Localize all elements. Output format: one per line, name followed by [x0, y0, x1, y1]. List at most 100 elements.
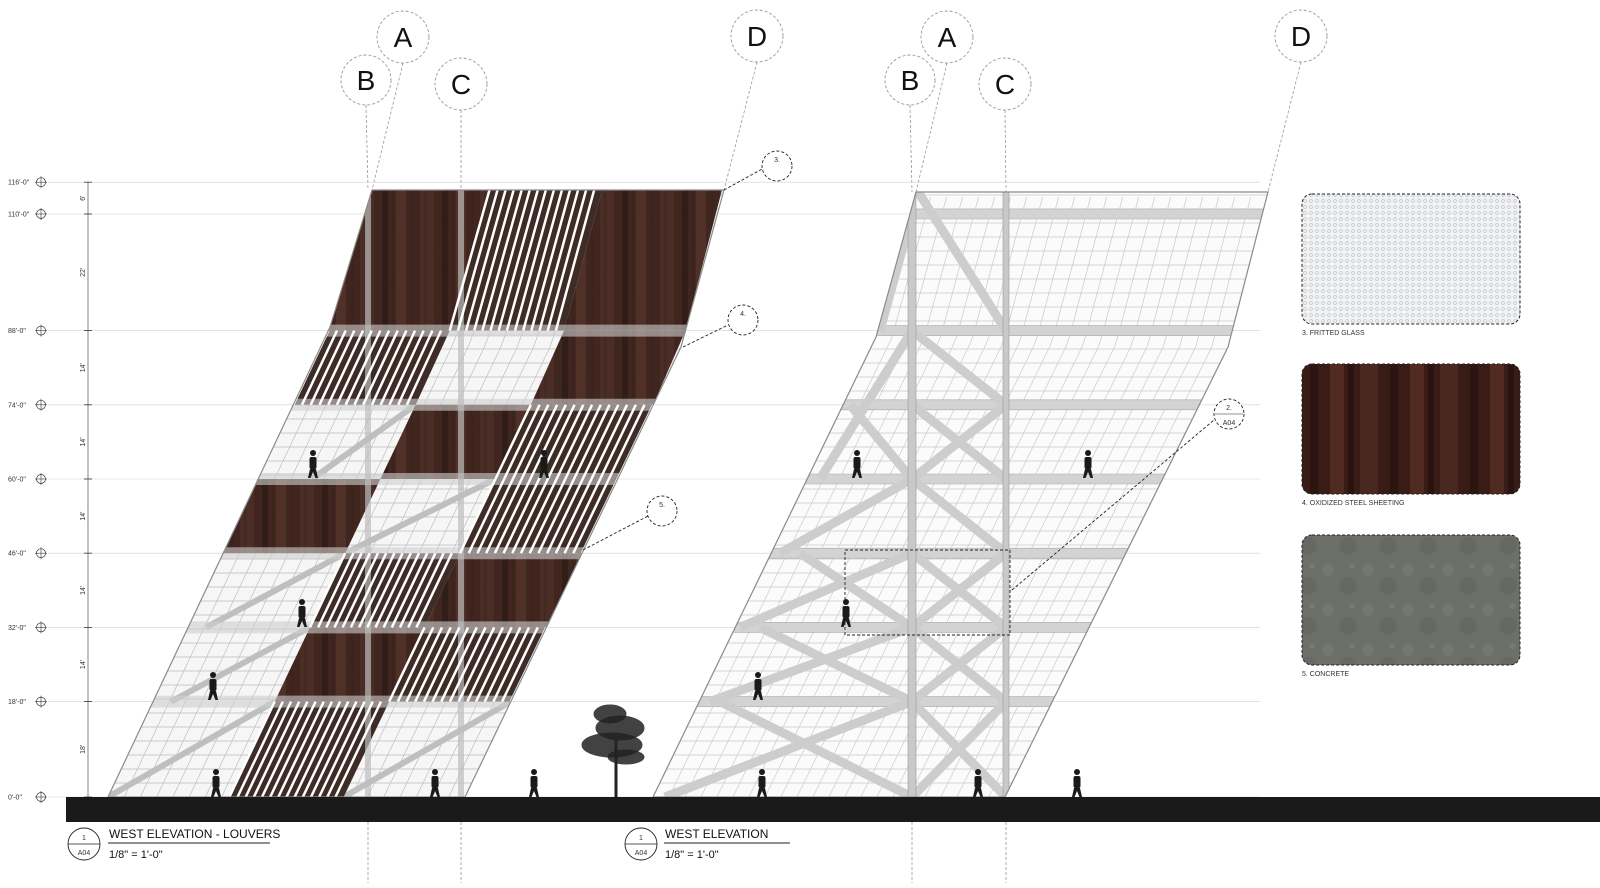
floor-slab: [150, 695, 514, 708]
grid-letter-b: B: [901, 65, 920, 96]
material-tags: 3. 4. 5. 2. A04: [582, 150, 1245, 591]
person-icon: [1083, 450, 1093, 478]
person-icon: [430, 769, 440, 797]
grid-letter-d: D: [747, 21, 767, 52]
dimension-label: 14': [80, 437, 87, 446]
drawing-2-number: 1: [639, 835, 643, 842]
grid-bubble-c: [978, 57, 1032, 111]
person-icon: [297, 599, 307, 627]
fritted-glass-swatch: [1301, 193, 1521, 325]
steel-panel: [274, 627, 425, 702]
tree-icon: [581, 704, 645, 797]
oxidized-steel-label: 4. OXIDIZED STEEL SHEETING: [1302, 500, 1404, 507]
grid-letter-b: B: [357, 65, 376, 96]
drawing-2-sheet: A04: [635, 850, 648, 857]
dimension-label: 14': [80, 363, 87, 372]
tag-5-label: 5.: [659, 502, 665, 509]
drawing-1-scale: 1/8" = 1'-0": [109, 849, 163, 861]
detail-tag-sheet: A04: [1223, 420, 1236, 427]
level-target-icon: [36, 177, 46, 188]
concrete-swatch: [1301, 534, 1521, 666]
dimension-label: 14': [80, 660, 87, 669]
dimension-label: 14': [80, 586, 87, 595]
person-icon: [211, 769, 221, 797]
column-b: [907, 192, 917, 797]
grid-bubble-c: [434, 57, 488, 111]
person-icon: [757, 769, 767, 797]
grid-letter-c: C: [451, 69, 471, 100]
floor-slab: [325, 324, 688, 337]
grid-bubble-a: [920, 10, 974, 64]
person-icon: [1072, 769, 1082, 797]
person-icon: [539, 450, 549, 478]
person-icon: [973, 769, 983, 797]
steel-panel: [380, 404, 531, 479]
grid-bubble-a: [376, 10, 430, 64]
drawing-2-scale: 1/8" = 1'-0": [665, 849, 719, 861]
level-label: 116'-0": [8, 180, 30, 187]
drawing-title-1: 1 A04 WEST ELEVATION - LOUVERS 1/8" = 1'…: [67, 827, 280, 861]
dimension-label: 18': [80, 745, 87, 754]
detail-tag-number: 2.: [1226, 405, 1232, 412]
level-target-icon: [36, 399, 46, 410]
drawing-1-number: 1: [82, 835, 86, 842]
material-legend: 3. FRITTED GLASS 4. OXIDIZED STEEL SHEET…: [1301, 193, 1521, 678]
grid-letter-c: C: [995, 69, 1015, 100]
dimension-label: 22': [80, 268, 87, 277]
concrete-label: 5. CONCRETE: [1302, 671, 1349, 678]
tag-3-bubble: [761, 150, 793, 182]
grid-bubble-d: [730, 9, 784, 63]
floor-slab: [908, 208, 1265, 220]
grid-letter-d: D: [1291, 21, 1311, 52]
grid-letter-a: A: [394, 22, 413, 53]
grid-bubble-b: [340, 54, 392, 106]
grid-bubble-b: [884, 54, 936, 106]
steel-panel: [223, 479, 381, 554]
level-label: 110'-0": [8, 212, 30, 219]
frame-elevation: [653, 192, 1268, 797]
floor-slab: [290, 398, 657, 411]
level-label: 0'-0": [8, 795, 22, 802]
tag-3-label: 3.: [774, 157, 780, 164]
steel-panel: [530, 330, 686, 405]
person-icon: [753, 672, 763, 700]
steel-panel: [564, 190, 724, 331]
drawing-1-title: WEST ELEVATION - LOUVERS: [109, 827, 280, 841]
column-b: [365, 190, 371, 797]
tag-4-label: 4.: [740, 311, 746, 318]
floor-slab: [875, 325, 1234, 336]
level-target-icon: [36, 209, 46, 219]
level-target-icon: [36, 474, 46, 484]
person-icon: [208, 672, 218, 700]
level-target-icon: [36, 548, 46, 559]
dimension-label: 6': [80, 195, 87, 200]
level-target-icon: [36, 622, 46, 633]
fritted-glass-label: 3. FRITTED GLASS: [1302, 330, 1365, 337]
drawing-1-sheet: A04: [78, 850, 91, 857]
dimension-string: 6'22'14'14'14'14'14'18': [80, 182, 89, 797]
level-target-icon: [36, 325, 46, 336]
column-c: [1002, 192, 1010, 797]
level-label: 46'-0": [8, 551, 26, 558]
louver-elevation: [108, 190, 724, 797]
drawing-title-2: 1 A04 WEST ELEVATION 1/8" = 1'-0": [624, 827, 790, 861]
grid-letter-a: A: [938, 22, 957, 53]
ground-line: [66, 797, 1600, 822]
level-label: 32'-0": [8, 625, 26, 632]
floor-slab: [220, 547, 585, 560]
level-label: 88'-0": [8, 328, 26, 335]
level-label: 74'-0": [8, 402, 26, 409]
level-label: 60'-0": [8, 477, 26, 484]
floor-slab: [840, 399, 1203, 411]
level-target-icon: [36, 792, 46, 802]
person-icon: [841, 599, 851, 627]
grid-bubble-d: [1274, 9, 1328, 63]
person-icon: [308, 450, 318, 478]
column-c: [458, 190, 464, 797]
tag-4-bubble: [727, 304, 759, 336]
floor-slab: [768, 547, 1129, 559]
gridlines: [365, 61, 1302, 883]
